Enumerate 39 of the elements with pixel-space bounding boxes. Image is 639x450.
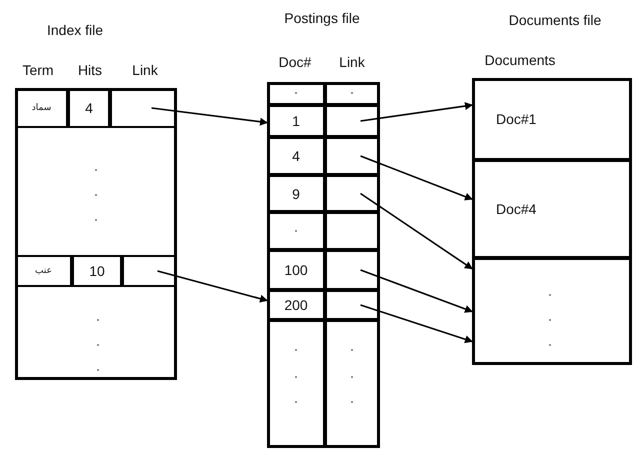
link-cell bbox=[325, 320, 380, 448]
column-header: Doc# bbox=[278, 54, 312, 70]
column-header: Link bbox=[339, 54, 365, 70]
table-title: Postings file bbox=[284, 10, 360, 26]
link-cell bbox=[267, 212, 325, 250]
arrow bbox=[360, 304, 473, 344]
table-cell: سماد bbox=[15, 88, 68, 128]
table-cell: 1 bbox=[267, 105, 325, 137]
table-cell: 4 bbox=[267, 137, 325, 175]
arrow bbox=[360, 102, 473, 122]
table-title: Index file bbox=[46, 22, 104, 38]
column-header: Hits bbox=[78, 62, 102, 78]
column-header: Documents bbox=[484, 52, 556, 68]
arrow bbox=[360, 155, 473, 200]
link-cell bbox=[325, 290, 380, 320]
table-cell: عنب bbox=[15, 255, 72, 287]
arrow bbox=[151, 107, 268, 126]
table-title: Documents file bbox=[508, 12, 602, 28]
table-cell: 9 bbox=[267, 175, 325, 212]
table-cell: 100 bbox=[267, 250, 325, 290]
table-cell: Doc#4 bbox=[472, 160, 632, 258]
link-cell bbox=[267, 320, 325, 448]
link-cell bbox=[325, 250, 380, 290]
table-cell: 4 bbox=[68, 88, 110, 128]
column-header: Link bbox=[132, 62, 158, 78]
table-cell: 200 bbox=[267, 290, 325, 320]
table-cell: 10 bbox=[72, 255, 122, 287]
link-cell bbox=[325, 105, 380, 137]
link-cell bbox=[325, 137, 380, 175]
link-cell bbox=[122, 255, 177, 287]
arrow bbox=[157, 270, 268, 303]
arrow bbox=[360, 269, 473, 313]
link-cell bbox=[325, 175, 380, 212]
link-cell bbox=[325, 212, 380, 250]
link-cell bbox=[267, 82, 325, 105]
arrow bbox=[360, 192, 473, 270]
link-cell bbox=[110, 88, 177, 128]
column-header: Term bbox=[22, 62, 54, 78]
link-cell bbox=[325, 82, 380, 105]
